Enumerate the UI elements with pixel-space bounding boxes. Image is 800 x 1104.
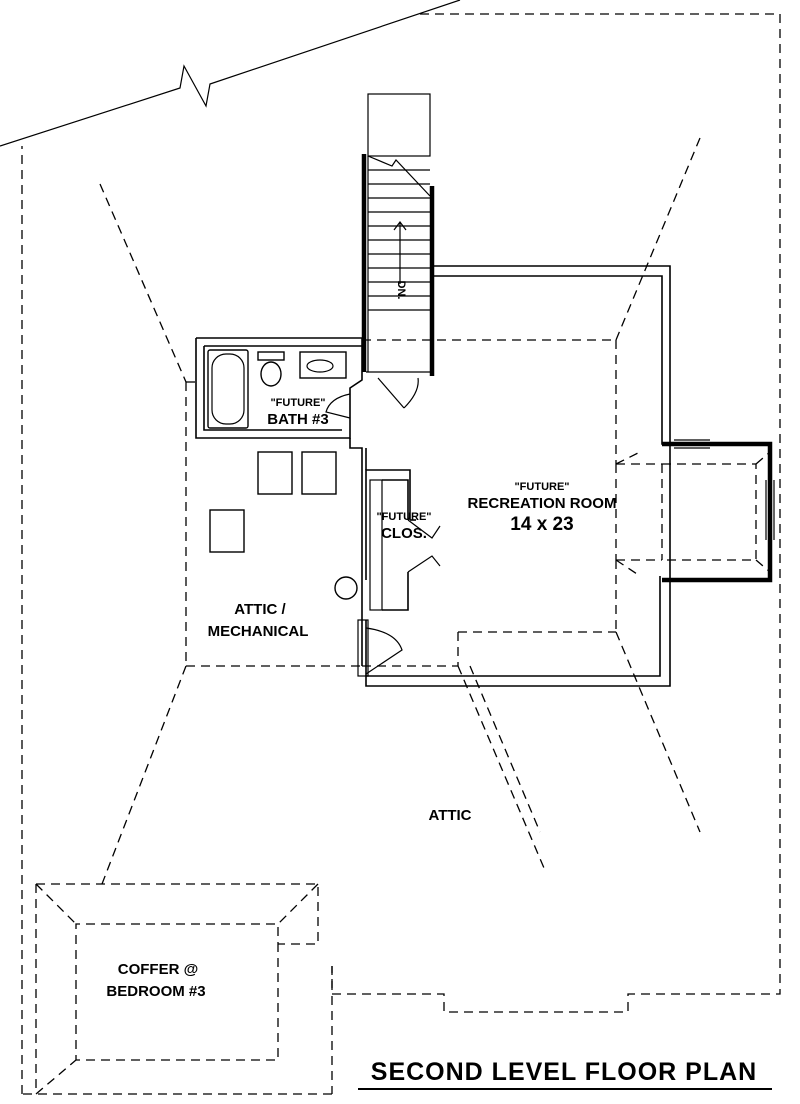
stair: DN. (361, 93, 435, 409)
attic-mech-label-2: MECHANICAL (208, 623, 309, 640)
recreation-label: RECREATION ROOM (468, 495, 617, 512)
bath-label: BATH #3 (267, 411, 328, 428)
toilet (260, 361, 282, 387)
stair-treads (368, 169, 430, 311)
water-heater (334, 576, 358, 600)
coffer-label-1: COFFER @ (118, 961, 198, 978)
recreation-tag: "FUTURE" (514, 481, 569, 493)
closet-tag: "FUTURE" (376, 511, 431, 523)
coffer-outline (35, 883, 319, 1095)
recreation-size: 14 x 23 (510, 514, 573, 535)
equipment-unit-1 (257, 451, 293, 495)
coffer-label-2: BEDROOM #3 (106, 983, 205, 1000)
stair-direction-label: DN. (395, 281, 407, 300)
toilet-tank (257, 351, 285, 361)
attic-mechanical-walls (209, 438, 403, 677)
bath-tag: "FUTURE" (270, 397, 325, 409)
attic-label: ATTIC (428, 807, 471, 824)
plan-title: SECOND LEVEL FLOOR PLAN (371, 1058, 757, 1086)
closet-label: CLOS. (381, 525, 427, 542)
roof-hip-lines (99, 137, 701, 885)
bathtub (207, 349, 249, 429)
recreation-room-walls (365, 265, 775, 687)
equipment-unit-2 (301, 451, 337, 495)
closet-walls (369, 479, 441, 611)
attic-mech-label-1: ATTIC / (234, 601, 286, 618)
roof-outline (0, 0, 781, 1095)
equipment-unit-3 (209, 509, 245, 553)
bath-walls (195, 337, 363, 439)
